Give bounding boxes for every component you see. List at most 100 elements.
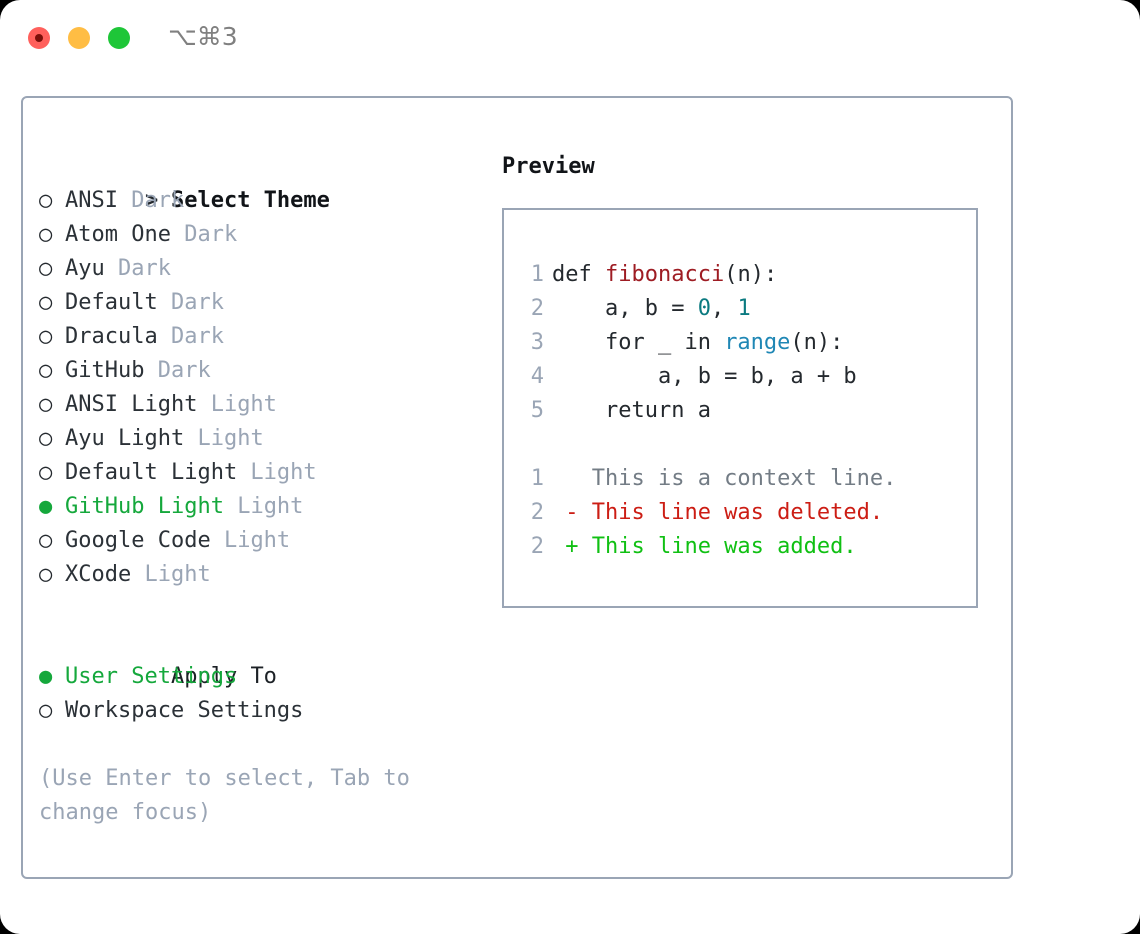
line-number: 1 [530,262,544,287]
code-token: for _ in [552,330,725,355]
code-line: 3 for _ in range(n): [504,326,976,360]
radio-unselected-icon: ○ [39,392,53,417]
select-theme-heading: >Select Theme [39,150,479,213]
code-token: (n): [790,330,844,355]
theme-list-item[interactable]: ○ Default Dark [39,286,479,320]
code-token: return a [552,398,711,423]
radio-unselected-icon: ○ [39,256,53,281]
line-number: 5 [530,398,544,423]
apply-to-label: User Settings [65,664,238,689]
theme-list-item[interactable]: ○ GitHub Dark [39,354,479,388]
zoom-button[interactable] [108,27,130,49]
apply-to-item[interactable]: ● User Settings [39,660,479,694]
code-token: fibonacci [604,262,725,287]
diff-line: 2 + This line was added. [504,530,976,564]
theme-variant-badge: Light [131,562,211,587]
apply-to-label: Workspace Settings [65,698,304,723]
theme-variant-badge: Light [237,460,317,485]
apply-to-list: ● User Settings ○ Workspace Settings [39,660,479,728]
code-token: , [710,296,738,321]
theme-name: Google Code [65,528,211,553]
preview-heading: Preview [502,154,595,179]
theme-name: Dracula [65,324,158,349]
apply-to-item[interactable]: ○ Workspace Settings [39,694,479,728]
radio-unselected-icon: ○ [39,358,53,383]
theme-variant-badge: Dark [144,358,211,383]
radio-unselected-icon: ○ [39,562,53,587]
radio-unselected-icon: ○ [39,290,53,315]
theme-variant-badge: Dark [157,324,224,349]
radio-selected-icon: ● [39,494,53,519]
line-number: 1 [530,466,544,491]
theme-list-item[interactable]: ○Google Code Light [39,524,479,558]
line-number: 3 [530,330,544,355]
theme-selection-column: >Select Theme ○ ANSI Dark ○ Atom One Dark ○ A… [39,150,479,830]
code-token: a, b = b, a + b [552,364,857,389]
close-button[interactable] [28,27,50,49]
radio-unselected-icon: ○ [39,698,53,723]
diff-sample: 1 This is a context line.2 - This line w… [504,462,976,564]
code-token: def [552,262,605,287]
theme-list-item[interactable]: ○ Dracula Dark [39,320,479,354]
theme-name: GitHub Light [65,494,224,519]
theme-variant-badge: Light [184,426,264,451]
code-token: 0 [697,296,711,321]
theme-list-item[interactable]: ○ Ayu Light Light [39,422,479,456]
radio-unselected-icon: ○ [39,188,53,213]
theme-name: Default [65,290,158,315]
theme-variant-badge: Light [197,392,277,417]
theme-name: XCode [65,562,132,587]
theme-variant-badge: Dark [104,256,171,281]
theme-name: Atom One [65,222,171,247]
code-line: 4 a, b = b, a + b [504,360,976,394]
radio-unselected-icon: ○ [39,222,53,247]
theme-list: ○ ANSI Dark ○ Atom One Dark ○ Ayu Dark ○ Defaul… [39,184,479,592]
apply-to-heading-label: Apply To [170,664,277,689]
theme-variant-badge: Dark [170,222,238,247]
code-token: a, b = [552,296,698,321]
keyboard-shortcut-label: ⌥⌘3 [168,22,238,51]
theme-name: Ayu Light [65,426,185,451]
theme-list-item[interactable]: ○ ANSI Dark [39,184,479,218]
theme-name: GitHub [65,358,145,383]
diff-line: 1 This is a context line. [504,462,976,496]
diff-line: 2 - This line was deleted. [504,496,976,530]
radio-selected-icon: ● [39,664,53,689]
code-line: 1 def fibonacci(n): [504,258,976,292]
theme-list-item[interactable]: ○ XCode Light [39,558,479,592]
theme-name: Ayu [65,256,105,281]
diff-line-text: - This line was deleted. [552,500,884,525]
line-number: 4 [530,364,544,389]
theme-name: Default Light [65,460,238,485]
line-number: 2 [530,500,544,525]
code-line: 2 a, b = 0, 1 [504,292,976,326]
line-number: 2 [530,296,544,321]
theme-list-item[interactable]: ○ Ayu Dark [39,252,479,286]
diff-line-text: This is a context line. [552,466,897,491]
apply-to-heading: Apply To [39,626,479,689]
radio-unselected-icon: ○ [39,324,53,349]
radio-unselected-icon: ○ [39,460,53,485]
theme-list-item[interactable]: ○ Atom One Dark [39,218,479,252]
diff-line-text: + This line was added. [552,534,857,559]
theme-name: ANSI Light [65,392,198,417]
theme-variant-badge: Dark [117,188,185,213]
theme-list-item[interactable]: ●GitHub Light Light [39,490,479,524]
code-token: (n): [724,262,778,287]
list-spacer [39,592,479,626]
theme-picker-panel: >Select Theme ○ ANSI Dark ○ Atom One Dark ○ A… [21,96,1013,879]
theme-variant-badge: Light [210,528,291,553]
line-number: 2 [530,534,544,559]
code-line: 5 return a [504,394,976,428]
theme-variant-badge: Dark [157,290,224,315]
theme-name: ANSI [65,188,118,213]
theme-list-item[interactable]: ○ ANSI Light Light [39,388,479,422]
minimize-button[interactable] [68,27,90,49]
title-bar: ⌥⌘3 [0,0,1140,78]
select-theme-heading-label: Select Theme [170,188,330,213]
theme-list-item[interactable]: ○ Default Light Light [39,456,479,490]
radio-unselected-icon: ○ [39,426,53,451]
